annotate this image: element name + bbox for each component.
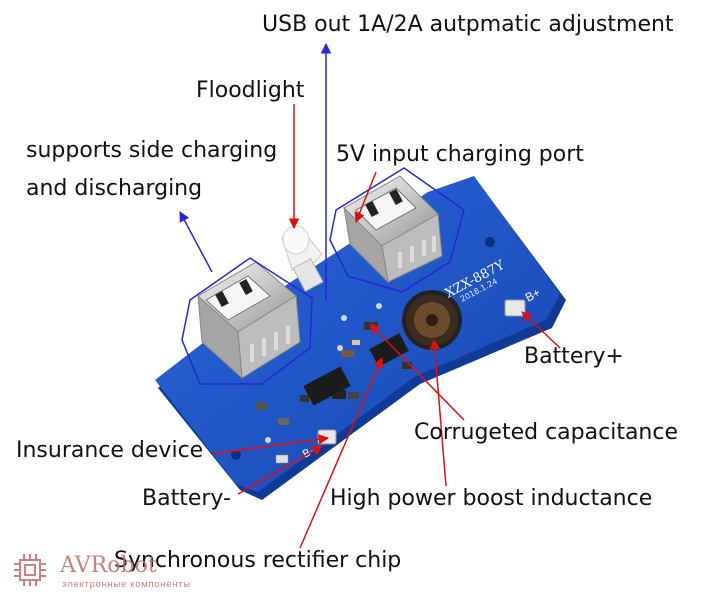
label-floodlight: Floodlight bbox=[196, 78, 305, 103]
pointer-battery-plus bbox=[521, 311, 561, 349]
pointer-rectifier bbox=[299, 357, 384, 549]
via bbox=[341, 315, 347, 321]
label-capacitance: Corrugeted capacitance bbox=[414, 420, 678, 445]
label-insurance: Insurance device bbox=[16, 438, 204, 463]
via bbox=[337, 345, 343, 351]
highlight-output-port bbox=[181, 257, 313, 385]
label-input-port: 5V input charging port bbox=[336, 142, 584, 167]
watermark-subtitle: электронные компоненты bbox=[62, 579, 191, 590]
pointer-inductance bbox=[429, 338, 447, 487]
pointer-capacitance bbox=[369, 323, 465, 421]
label-side-charging-1: supports side charging bbox=[26, 138, 278, 163]
label-usb-out: USB out 1A/2A autpmatic adjustment bbox=[262, 12, 674, 37]
label-side-charging-2: and discharging bbox=[26, 176, 203, 201]
protection-chip bbox=[303, 366, 351, 406]
pointer-insurance bbox=[211, 434, 330, 455]
pointer-side-charging bbox=[179, 211, 213, 273]
pointer-battery-minus bbox=[237, 445, 323, 495]
label-battery-minus: Battery- bbox=[142, 486, 231, 511]
highlight-input-port bbox=[329, 167, 465, 293]
mounting-hole bbox=[231, 450, 241, 460]
via bbox=[376, 303, 382, 309]
chip-logo-icon bbox=[14, 554, 46, 586]
label-battery-plus: Battery+ bbox=[524, 344, 624, 369]
via bbox=[265, 437, 271, 443]
label-rectifier: Synchronous rectifier chip bbox=[114, 548, 402, 573]
pcb-surface bbox=[155, 176, 560, 492]
pointer-input-port bbox=[354, 171, 377, 223]
inductor bbox=[402, 290, 462, 350]
battery-plus-pad: B+ bbox=[504, 285, 543, 317]
pcb-board bbox=[155, 176, 566, 500]
floodlight-led bbox=[281, 225, 324, 292]
pad-plus-text: B+ bbox=[523, 285, 543, 304]
label-inductance: High power boost inductance bbox=[330, 486, 653, 511]
mounting-hole bbox=[485, 237, 495, 247]
usb-output-port bbox=[197, 261, 301, 380]
watermark-brand: AVRobot bbox=[60, 553, 157, 578]
usb-input-port bbox=[343, 175, 443, 284]
